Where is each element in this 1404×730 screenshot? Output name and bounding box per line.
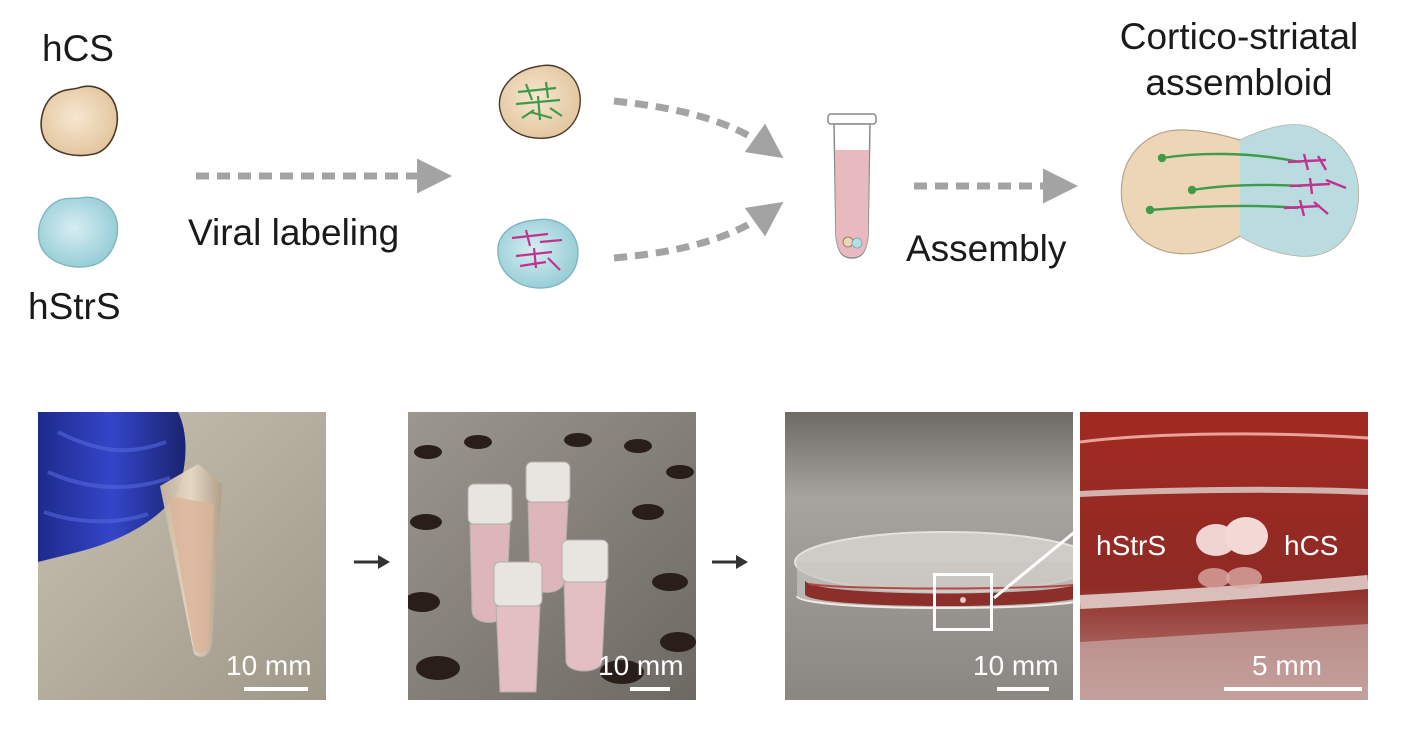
photo1-scale-bar [244,687,308,691]
tube-icon [827,113,877,259]
photo2-scale-label: 10 mm [598,650,684,681]
curved-arrow-bottom [613,201,784,262]
hstrs-organoid [38,196,119,268]
labeled-hcs-organoid [498,64,581,139]
photo-petri-dish: 10 mm [785,412,1073,700]
inset-hcs-label: hCS [1284,530,1339,561]
zoom-connector-line [993,524,1083,600]
photo-tubes-rack: 10 mm [408,412,696,700]
assembloid-title-line2: assembloid [1145,62,1333,103]
photo4-scale-bar [1224,687,1362,691]
photo-gloved-tube: 10 mm [38,412,326,700]
zoom-box [933,573,993,631]
hcs-label: hCS [42,28,114,69]
schematic-diagram [38,64,1359,289]
panel-arrow-2 [712,555,748,569]
photo4-scale-label: 5 mm [1252,650,1322,681]
panel-arrow-1 [354,555,390,569]
magenta-neurons-icon [511,229,563,271]
photo2-scale-bar [630,687,670,691]
viral-labeling-label: Viral labeling [188,212,400,253]
curved-arrow-top [613,97,784,159]
photo3-scale-label: 10 mm [973,650,1059,681]
hcs-organoid [40,85,119,157]
rack-tubes [467,461,609,693]
photo3-scale-bar [997,687,1049,691]
hstrs-label: hStrS [28,286,121,327]
labeled-hstrs-organoid [497,218,579,289]
green-neurons-icon [515,81,563,121]
assembly-label: Assembly [906,228,1067,269]
assembloid-icon [1120,124,1359,257]
assembloid-title-line1: Cortico-striatal [1119,16,1359,57]
photo-zoomed-inset: hStrS hCS 5 mm [1080,412,1368,700]
photo1-scale-label: 10 mm [226,650,312,681]
assembloid-photo-icon [1196,517,1268,589]
inset-hstrs-label: hStrS [1096,530,1167,561]
